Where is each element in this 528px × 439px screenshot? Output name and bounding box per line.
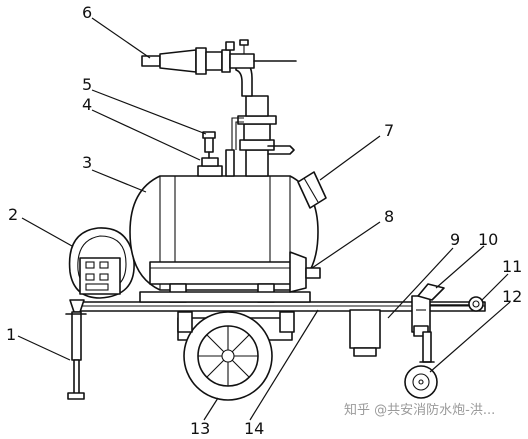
callout-2: 2 (8, 205, 18, 224)
tool-box (349, 309, 381, 357)
main-wheel (177, 311, 295, 401)
callout-12: 12 (502, 287, 522, 306)
hose-reel (68, 227, 135, 299)
monitor-nozzle (141, 39, 297, 75)
callout-6: 6 (82, 3, 92, 22)
leader-lines (17, 17, 511, 421)
callout-7: 7 (384, 121, 394, 140)
tank-end-cap (289, 251, 321, 293)
callout-14: 14 (244, 419, 264, 438)
watermark-text: 知乎 @共安消防水炮-洪... (344, 402, 495, 418)
callout-5: 5 (82, 75, 92, 94)
callout-3: 3 (82, 153, 92, 172)
support-leg (65, 299, 87, 400)
callout-10: 10 (478, 230, 498, 249)
callout-1: 1 (6, 325, 16, 344)
callout-8: 8 (384, 207, 394, 226)
top-fittings (197, 131, 235, 177)
callout-13: 13 (190, 419, 210, 438)
riser-pipe (231, 57, 295, 177)
callout-11: 11 (502, 257, 522, 276)
jockey-wheel (404, 331, 438, 399)
callout-9: 9 (450, 230, 460, 249)
hand-brake (411, 283, 445, 337)
side-hatch (297, 171, 327, 209)
callout-4: 4 (82, 95, 92, 114)
callout-labels: 1 2 3 4 5 6 7 8 9 10 11 12 13 14 (6, 3, 522, 438)
foam-tank (129, 175, 319, 303)
tow-ring (468, 296, 484, 312)
